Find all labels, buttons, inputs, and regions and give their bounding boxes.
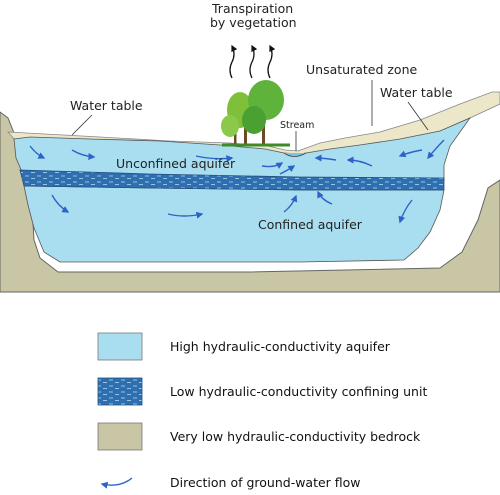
- stream: [283, 152, 307, 157]
- unsaturated-zone-label: Unsaturated zone: [306, 62, 417, 77]
- legend-swatch-confining: [97, 377, 143, 406]
- legend: High hydraulic-conductivity aquifer Low …: [97, 332, 427, 490]
- water-table-left-label: Water table: [70, 98, 143, 113]
- transpiration-label-line1: Transpiration: [211, 1, 293, 16]
- transpiration-label-line2: by vegetation: [210, 15, 297, 30]
- legend-label-confining: Low hydraulic-conductivity confining uni…: [170, 384, 427, 399]
- flow-arrows: [29, 139, 445, 224]
- legend-swatch-bedrock: [97, 422, 143, 451]
- legend-label-flow: Direction of ground-water flow: [170, 475, 361, 490]
- legend-label-bedrock: Very low hydraulic-conductivity bedrock: [170, 429, 421, 444]
- confining-unit: [19, 169, 445, 191]
- water-table-left-leader: [71, 114, 93, 136]
- transpiration-arrows: [229, 44, 276, 79]
- water-table-right-label: Water table: [380, 85, 453, 100]
- vegetation: [221, 80, 290, 147]
- unconfined-aquifer-label: Unconfined aquifer: [116, 156, 236, 171]
- legend-label-aquifer: High hydraulic-conductivity aquifer: [170, 339, 391, 354]
- water-table-right-leader: [407, 101, 429, 131]
- legend-swatch-aquifer: [97, 332, 143, 361]
- confined-aquifer: [23, 185, 445, 263]
- legend-flow-arrow-icon: [100, 477, 133, 489]
- confined-aquifer-label: Confined aquifer: [258, 217, 363, 232]
- stream-label: Stream: [280, 120, 314, 131]
